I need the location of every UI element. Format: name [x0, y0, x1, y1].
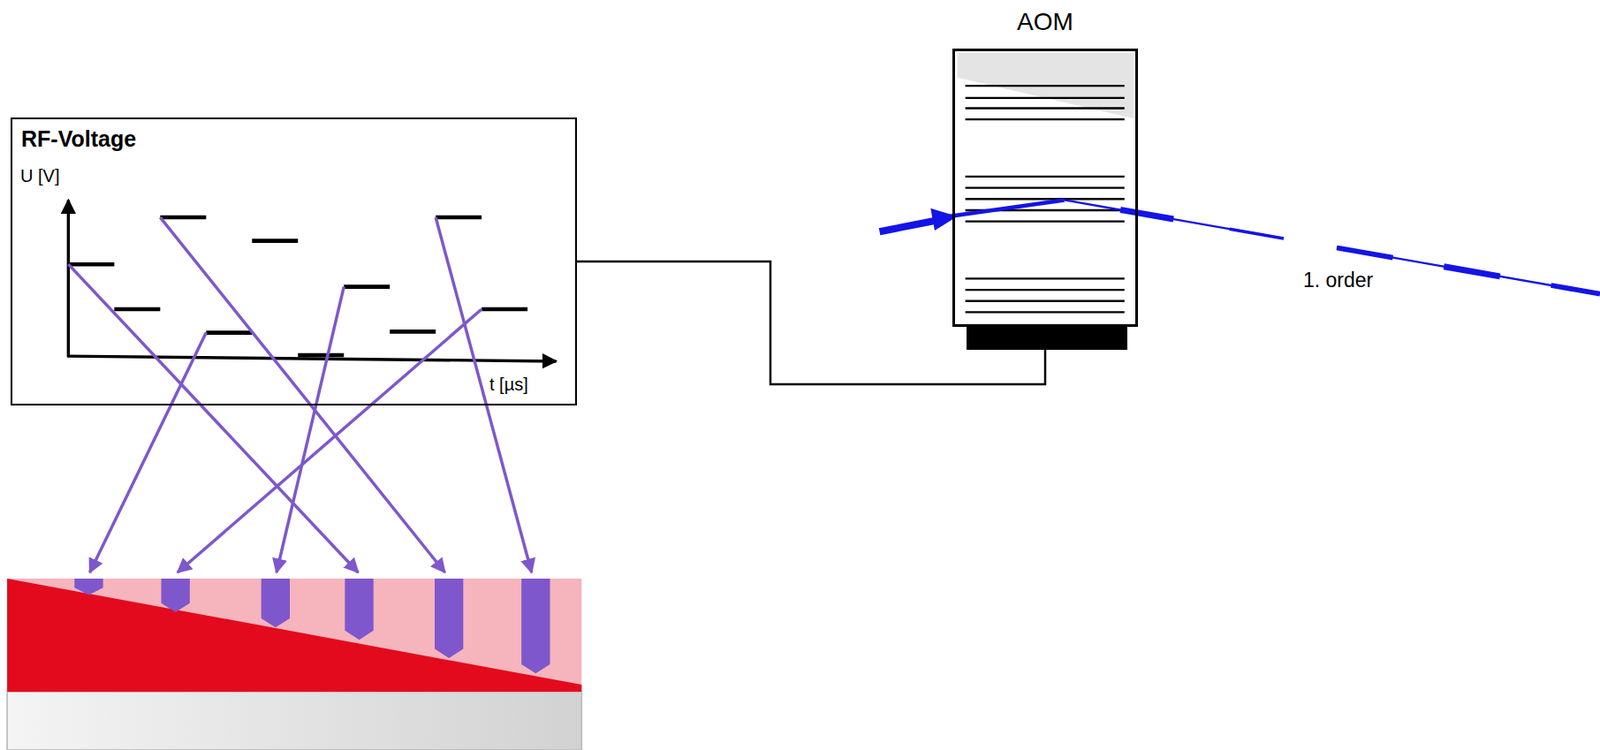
chart-title: RF-Voltage [21, 126, 567, 152]
diffraction-order-label: 1. order [1303, 268, 1373, 292]
substrate [7, 578, 582, 750]
assignment-arrows [68, 217, 531, 573]
axis-label: U [V] [20, 166, 60, 187]
written-marks [74, 578, 550, 674]
rf-voltage-chart-box: RF-Voltage [10, 117, 577, 406]
laser-beam [879, 199, 1600, 294]
aom-acoustic-waves [956, 53, 1134, 312]
axis-label: t [µs] [487, 374, 531, 395]
component-heading: AOM [917, 7, 1174, 37]
aom-outline [952, 48, 1138, 350]
voltage-levels [68, 217, 528, 356]
aom-crystal: AOM [952, 48, 1138, 350]
rf-cable [576, 261, 1046, 385]
chart-axes [67, 199, 556, 361]
